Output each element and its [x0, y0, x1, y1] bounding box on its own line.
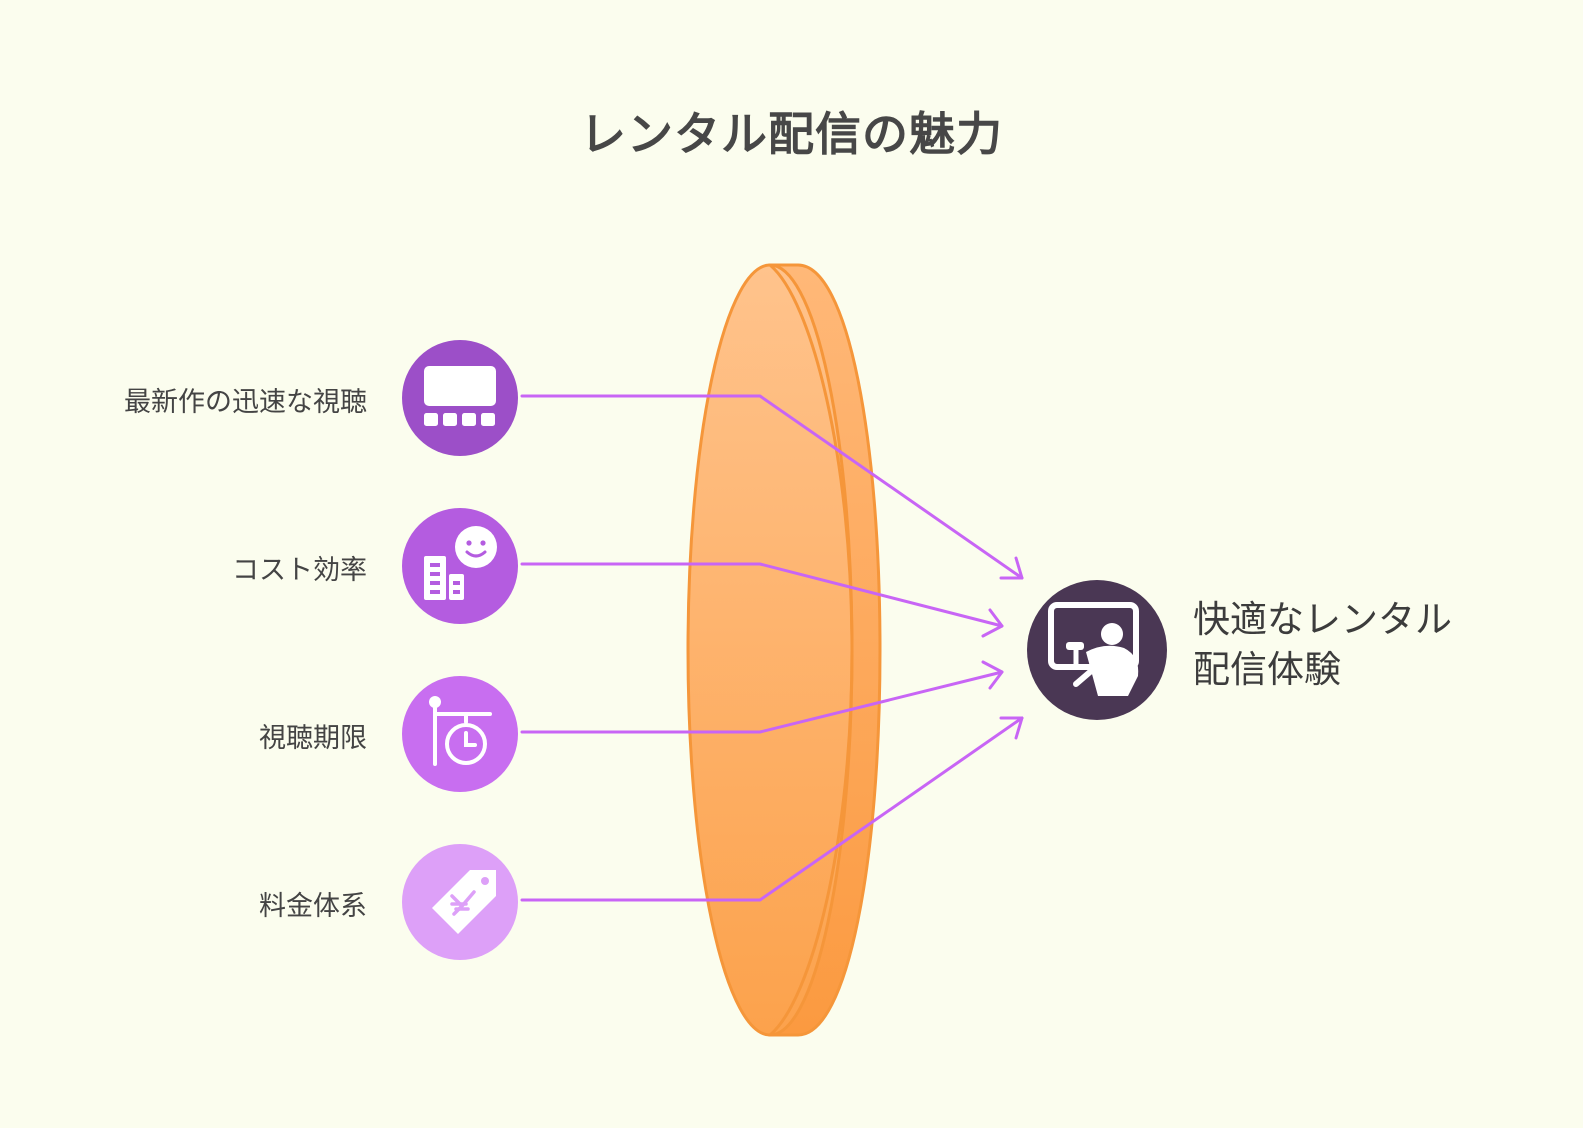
lens-face — [686, 263, 854, 1037]
input-label-1: 最新作の迅速な視聴 — [124, 387, 367, 418]
input-label-3: 視聴期限 — [259, 723, 367, 754]
input-label-4: 料金体系 — [259, 891, 367, 922]
cinema-screen-icon — [424, 366, 496, 426]
yen-price-tag-icon — [432, 870, 496, 934]
hanging-timer-sign-icon — [429, 696, 492, 766]
output-node — [1027, 580, 1167, 720]
buildings-smile-icon — [424, 526, 497, 600]
input-node-4 — [402, 844, 518, 960]
diagram-title: レンタル配信の魅力 — [580, 107, 1003, 161]
input-node-1 — [402, 340, 518, 456]
arrows — [520, 394, 1024, 902]
input-node-3 — [402, 676, 518, 792]
output-label-line-2: 配信体験 — [1193, 648, 1341, 691]
lens-rim-line — [769, 263, 854, 1037]
output-label: 快適なレンタル 配信体験 — [1193, 595, 1452, 695]
person-at-screen-icon — [1048, 602, 1139, 696]
lens — [686, 263, 882, 1037]
input-label-2: コスト効率 — [232, 555, 367, 586]
arrow-1 — [520, 394, 1024, 580]
output-label-line-1: 快適なレンタル — [1193, 598, 1452, 641]
arrow-3 — [520, 660, 1004, 734]
arrow-4 — [520, 716, 1024, 902]
arrow-2 — [520, 562, 1004, 638]
input-node-2 — [402, 508, 518, 624]
